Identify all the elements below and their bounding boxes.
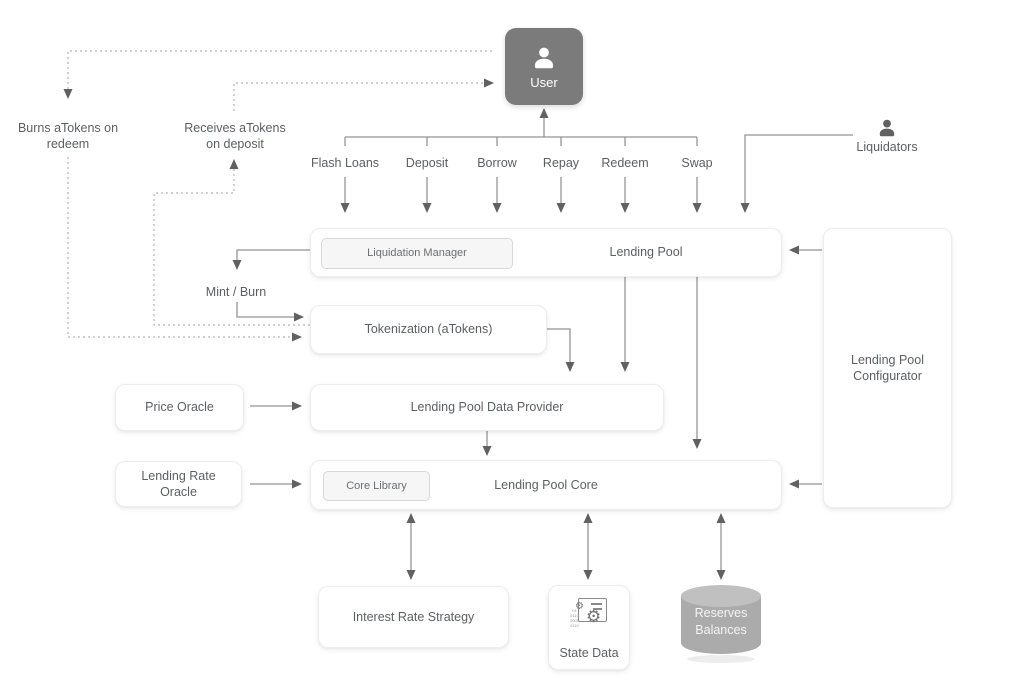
user-icon [535, 47, 553, 69]
action-label-repay: Repay [542, 156, 580, 170]
liquidation-manager-node: Liquidation Manager [321, 238, 513, 269]
edge-burns-label-to-tokenization [67, 157, 302, 342]
tokenization-node: Tokenization (aTokens) [310, 305, 547, 354]
data-provider-node: Lending Pool Data Provider [310, 384, 664, 431]
lending-pool-label: Lending Pool [609, 245, 683, 260]
edge-mint-burn-to-tokenization [236, 302, 304, 322]
liquidators-icon [879, 119, 895, 137]
state-data-icon: 01 0110 0001 0110 ⚙ ⚙ [569, 596, 611, 638]
action-label-deposit: Deposit [405, 156, 449, 170]
price-oracle-node: Price Oracle [115, 384, 244, 431]
interest-rate-strategy-node: Interest Rate Strategy [318, 586, 509, 648]
lending-pool-core-node: Core Library Lending Pool Core [310, 460, 782, 510]
user-label: User [530, 75, 558, 90]
edge-receives-label-to-user [233, 78, 494, 111]
edge-user-to-burns-label [63, 50, 492, 99]
edge-actions-bar [344, 136, 698, 146]
burns-atokens-label: Burns aTokens on redeem [17, 121, 119, 152]
liquidators-label: Liquidators [856, 140, 918, 154]
price-oracle-label: Price Oracle [145, 400, 214, 415]
reserves-balances-node: Reserves Balances [678, 583, 764, 669]
lending-pool-configurator-node: Lending Pool Configurator [823, 228, 952, 508]
small-gear-icon: ⚙ [575, 601, 584, 612]
lending-pool-core-label: Lending Pool Core [494, 477, 598, 492]
liquidation-manager-label: Liquidation Manager [367, 247, 467, 260]
core-library-label: Core Library [346, 479, 407, 492]
large-gear-icon: ⚙ [586, 607, 602, 627]
action-label-redeem: Redeem [601, 156, 649, 170]
lending-pool-configurator-label: Lending Pool Configurator [851, 352, 924, 383]
action-label-swap: Swap [681, 156, 713, 170]
edge-tokenization-to-receives-label [153, 159, 310, 326]
lending-rate-oracle-node: Lending Rate Oracle [115, 461, 242, 507]
liquidators-node: Liquidators [837, 116, 937, 154]
interest-rate-strategy-label: Interest Rate Strategy [352, 609, 475, 624]
action-label-borrow: Borrow [477, 156, 517, 170]
edge-lending-pool-to-mint-burn [232, 249, 310, 270]
receives-atokens-label: Receives aTokens on deposit [184, 121, 286, 152]
edge-liquidators-to-lending-pool [740, 134, 853, 213]
action-label-flash-loans: Flash Loans [310, 156, 380, 170]
state-data-label: State Data [559, 645, 619, 660]
lending-rate-oracle-label: Lending Rate Oracle [141, 468, 216, 499]
state-data-node: 01 0110 0001 0110 ⚙ ⚙ State Data [548, 585, 630, 670]
reserves-balances-label: Reserves Balances [694, 606, 748, 637]
data-provider-label: Lending Pool Data Provider [410, 400, 564, 415]
edge-tokenization-to-data-provider [545, 328, 575, 372]
database-cylinder-icon [681, 585, 761, 663]
user-node: User [505, 28, 583, 105]
tokenization-label: Tokenization (aTokens) [364, 322, 493, 337]
lending-pool-node: Liquidation Manager Lending Pool [310, 228, 782, 277]
mint-burn-label: Mint / Burn [205, 285, 267, 299]
core-library-node: Core Library [323, 471, 430, 501]
